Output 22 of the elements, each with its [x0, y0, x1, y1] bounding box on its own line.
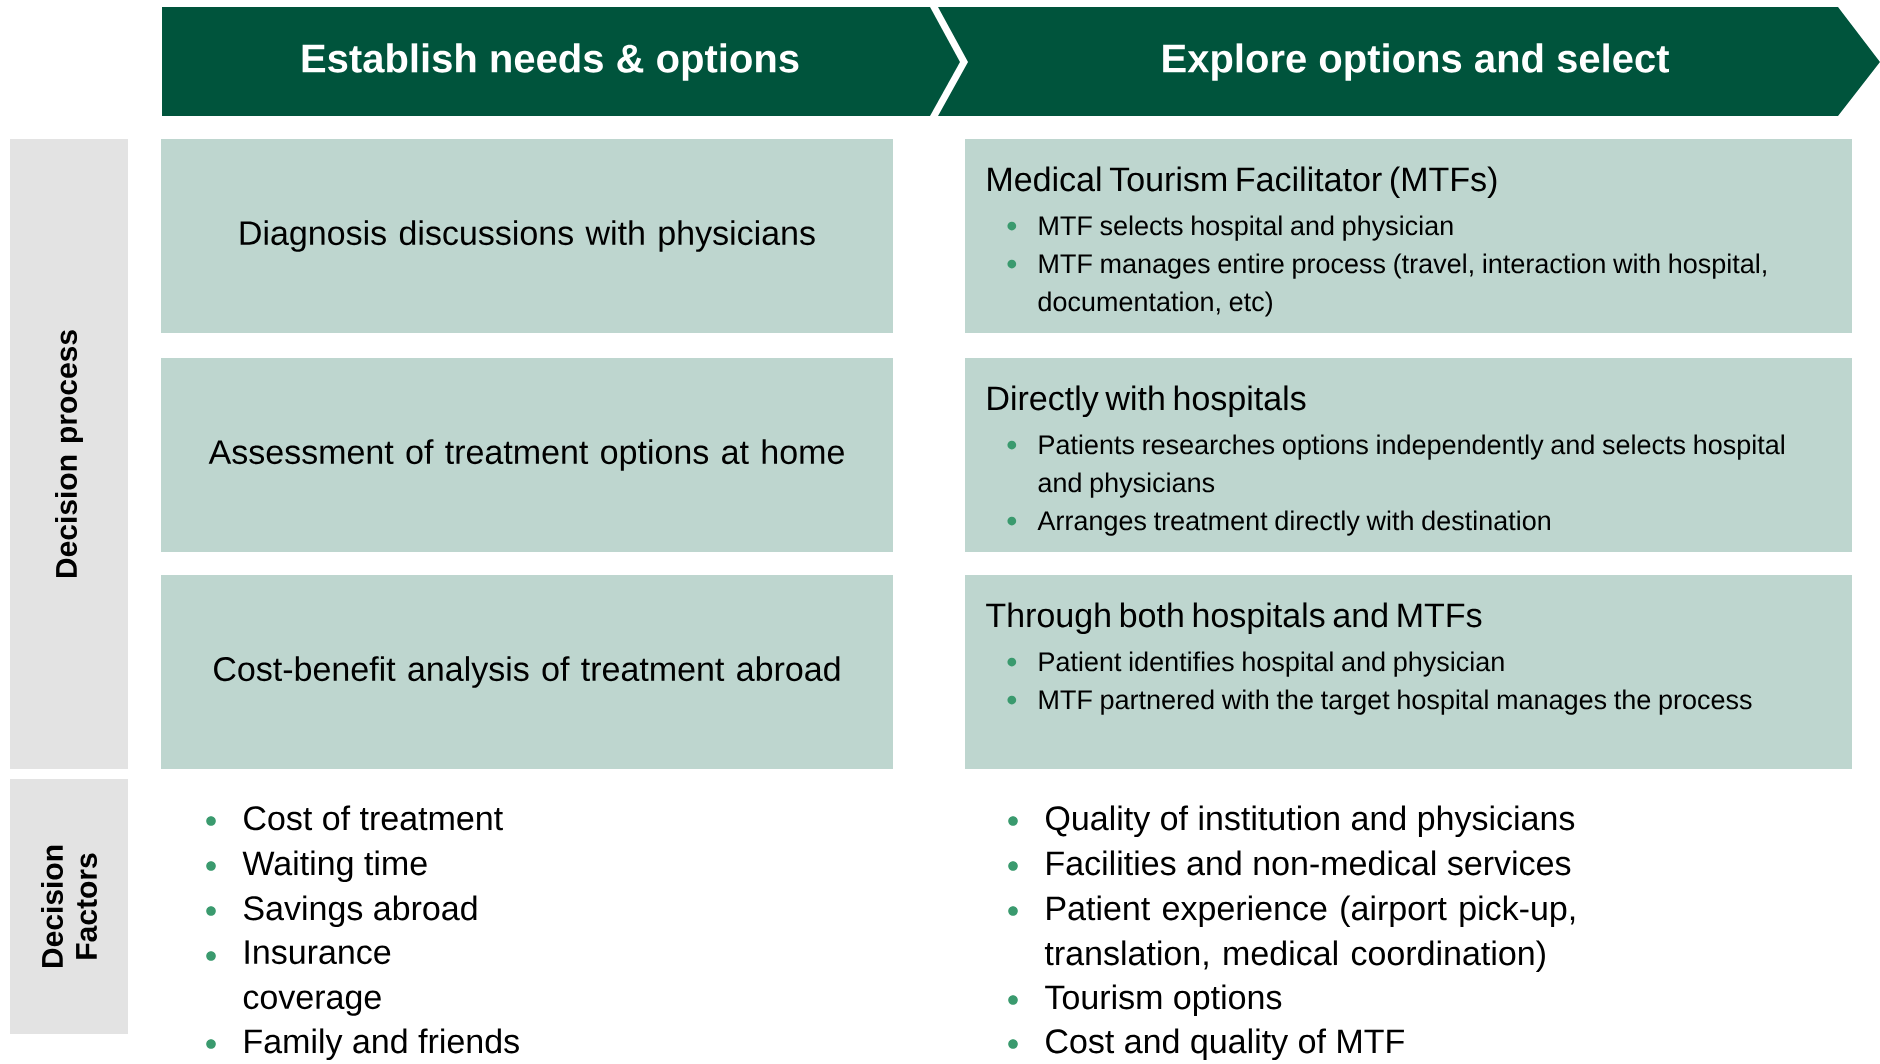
bullet-item: Cost and quality of MTF — [1008, 1028, 1404, 1061]
node-label: Explore options and select — [1163, 43, 1670, 81]
option-box: Medical Tourism Facilitator (MTFs) MTF selects hospital and physician MTF manages entire process (travel, interaction with hospital, documentation, etc) — [965, 139, 1852, 333]
bullet-item: Cost of treatment — [206, 805, 503, 831]
option-box: Directly with hospitals Patients researches options independently and selects hospital and physicians Arranges treatment directly with destination — [965, 358, 1852, 552]
bullet-item: Quality of institution and physicians — [1008, 805, 1575, 838]
side-band: Decision process — [10, 139, 128, 769]
step-box: Cost-benefit analysis of treatment abroad — [161, 575, 893, 769]
bullet-item: Tourism options — [1008, 984, 1282, 1017]
option-box: Through both hospitals and MTFs Patient identifies hospital and physician MTF partnered with the target hospital manages the process — [965, 575, 1852, 769]
bullet-item: Patient experience (airport pick-up, translation, medical coordination) — [1008, 895, 1575, 973]
bullet-item: Insurance coverage — [206, 940, 391, 1016]
step-box: Diagnosis discussions with physicians — [161, 139, 893, 333]
chevron-header: Establish needs & options — [162, 7, 960, 116]
bullet-item: Savings abroad — [206, 895, 477, 928]
bullet-item: Family and friends — [206, 1028, 519, 1061]
chevron-header: Explore options and select — [938, 7, 1880, 116]
bullet-item: Waiting time — [206, 850, 427, 883]
node-label: Establish needs & options — [302, 43, 799, 81]
side-band: Decision Factors — [10, 779, 128, 1034]
step-box: Assessment of treatment options at home — [161, 358, 893, 552]
bullet-item: Facilities and non-medical services — [1008, 850, 1571, 876]
